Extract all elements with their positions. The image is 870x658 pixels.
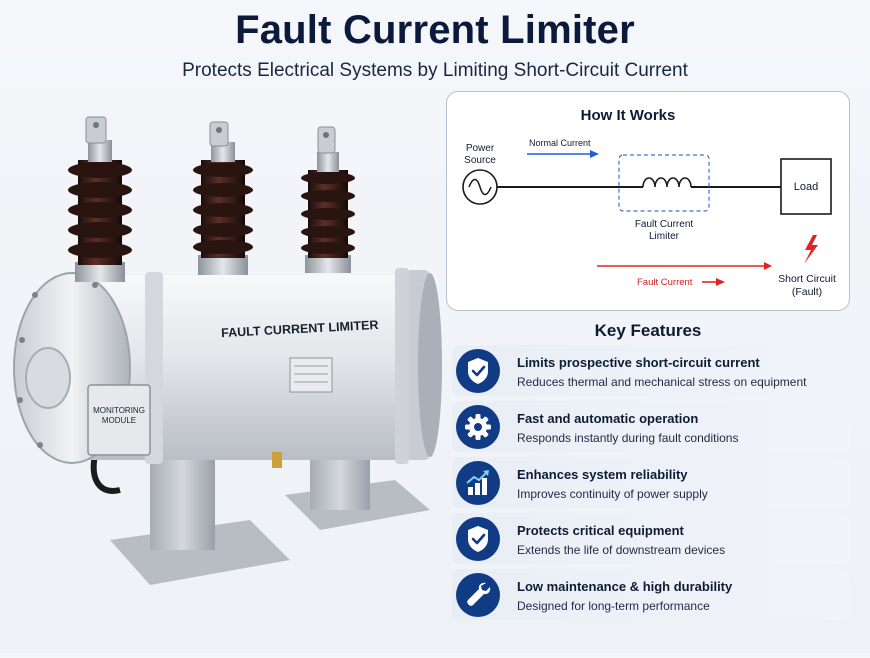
feature-description: Extends the life of downstream devices bbox=[517, 543, 726, 557]
fault-current-arrow-bottom bbox=[702, 278, 725, 286]
bushing-middle bbox=[193, 121, 253, 275]
feature-description: Designed for long-term performance bbox=[517, 599, 710, 613]
short-circuit-label-line1: Short Circuit bbox=[778, 273, 836, 285]
feature-title: Enhances system reliability bbox=[517, 467, 688, 482]
feature-title: Limits prospective short-circuit current bbox=[517, 355, 760, 370]
feature-description: Improves continuity of power supply bbox=[517, 487, 708, 501]
feature-title: Low maintenance & high durability bbox=[517, 579, 733, 594]
normal-current-arrow bbox=[527, 150, 599, 158]
feature-item: Fast and automatic operation Responds in… bbox=[452, 401, 850, 452]
support-stand-left bbox=[110, 445, 290, 585]
main-tank: FAULT CURRENT LIMITER bbox=[13, 268, 442, 468]
page-subtitle: Protects Electrical Systems by Limiting … bbox=[182, 60, 688, 81]
limiter-label-line1: Fault Current bbox=[635, 219, 694, 230]
power-source-icon bbox=[462, 169, 498, 205]
device-illustration: FAULT CURRENT LIMITER MONITORING MODULE bbox=[0, 90, 450, 653]
feature-item: Protects critical equipment Extends the … bbox=[452, 513, 850, 564]
lightning-icon bbox=[804, 235, 818, 264]
module-label-line1: MONITORING bbox=[93, 406, 145, 415]
limiter-label-line2: Limiter bbox=[649, 231, 680, 242]
module-label-line2: MODULE bbox=[102, 416, 136, 425]
shield-check-icon bbox=[456, 349, 500, 393]
how-it-works-title: How It Works bbox=[581, 107, 676, 124]
feature-title: Fast and automatic operation bbox=[517, 411, 699, 426]
bushing-right bbox=[301, 126, 355, 273]
feature-description: Reduces thermal and mechanical stress on… bbox=[517, 375, 807, 389]
key-features-title: Key Features bbox=[594, 321, 702, 340]
page-title: Fault Current Limiter bbox=[235, 8, 635, 52]
feature-item: Limits prospective short-circuit current… bbox=[452, 345, 850, 396]
wrench-icon bbox=[456, 573, 500, 617]
limiter-box bbox=[618, 154, 710, 212]
power-source-label-line1: Power bbox=[466, 143, 495, 154]
monitoring-module: MONITORING MODULE bbox=[87, 384, 151, 456]
feature-description: Responds instantly during fault conditio… bbox=[517, 431, 739, 445]
short-circuit-label-line2: (Fault) bbox=[792, 286, 822, 298]
growth-chart-icon bbox=[456, 461, 500, 505]
feature-title: Protects critical equipment bbox=[517, 523, 684, 538]
power-source-label-line2: Source bbox=[464, 155, 496, 166]
shield-check-icon bbox=[456, 517, 500, 561]
bushing-left bbox=[68, 116, 132, 282]
load-label: Load bbox=[794, 181, 818, 193]
gear-icon bbox=[456, 405, 500, 449]
fault-current-arrow-top bbox=[597, 262, 772, 270]
feature-item: Enhances system reliability Improves con… bbox=[452, 457, 850, 508]
feature-item: Low maintenance & high durability Design… bbox=[452, 569, 850, 620]
normal-current-label: Normal Current bbox=[529, 138, 591, 148]
how-it-works-panel: How It Works Power Source Normal Current… bbox=[446, 91, 850, 311]
fault-current-label: Fault Current bbox=[637, 277, 693, 288]
load-box bbox=[780, 158, 832, 215]
